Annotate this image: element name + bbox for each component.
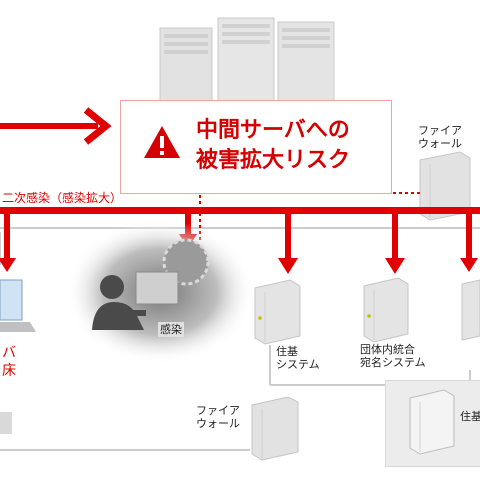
dantai-server-icon	[363, 277, 409, 343]
warning-icon	[144, 126, 180, 158]
right-server-icon	[461, 279, 480, 341]
juki-server-icon	[254, 279, 301, 345]
firewall-bottom-label: ファイア ウォール	[196, 404, 240, 430]
dantai-system-label: 団体内統合 宛名システム	[360, 343, 426, 369]
juki-system-label: 住基 システム	[276, 345, 320, 371]
juki-bottom-label: 住基	[460, 410, 480, 423]
attack-arrow	[0, 107, 112, 145]
secondary-infection-label: 二次感染（感染拡大）	[2, 191, 123, 205]
left-badge	[0, 412, 12, 434]
firewall-bottom-icon	[251, 396, 299, 461]
infected-user-illustration	[65, 220, 255, 364]
callout-line-1: 中間サーバへの	[196, 118, 350, 143]
firewall-top-label: ファイア ウォール	[418, 124, 462, 150]
left-partial-label: バ 床	[2, 345, 16, 379]
central-server-icon	[159, 17, 335, 117]
laptop-icon	[0, 279, 36, 332]
infection-label: 感染	[158, 322, 184, 337]
gray-network-lines	[0, 227, 480, 451]
callout-line-2: 被害拡大リスク	[196, 148, 351, 173]
